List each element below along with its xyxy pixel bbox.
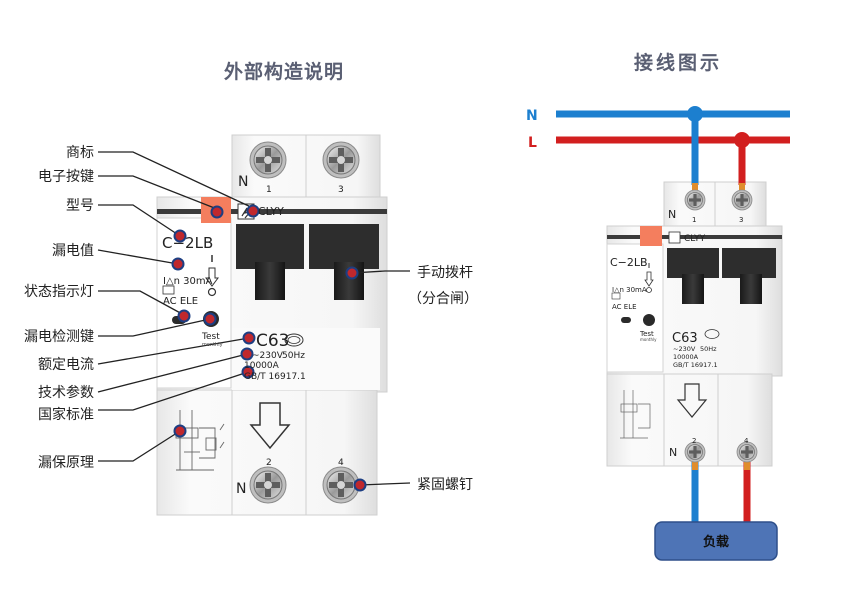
label-screw: 紧固螺钉	[417, 477, 473, 493]
small-terminal-1: 1	[692, 216, 696, 224]
label-handle-note: （分合闸）	[408, 291, 478, 307]
small-test-sub-text: monthly	[640, 337, 657, 342]
model-text: C−2LB	[162, 234, 213, 252]
brand-text: CLYY	[258, 205, 284, 218]
small-frequency-text: 50Hz	[700, 345, 717, 353]
label-electronic-button: 电子按键	[38, 169, 94, 185]
marker-dots	[171, 204, 367, 492]
terminal-screw-3	[322, 141, 360, 179]
small-neutral-top: N	[668, 208, 676, 221]
breaker-small	[606, 181, 783, 467]
small-terminal-3: 3	[739, 216, 743, 224]
rating-text: C63	[256, 331, 290, 351]
terminal-3-label: 3	[338, 185, 344, 195]
label-rated-current: 额定电流	[38, 357, 94, 373]
small-rating-text: C63	[672, 331, 698, 346]
wiring-title: 接线图示	[634, 52, 723, 74]
label-status-light: 状态指示灯	[24, 284, 94, 300]
terminal-1-label: 1	[266, 185, 272, 195]
label-leak-test: 漏电检测键	[24, 329, 94, 345]
label-national-standard: 国家标准	[38, 407, 94, 423]
rcd-module	[156, 217, 232, 389]
leak-type-text: AC ELE	[163, 296, 198, 307]
handle-cavity-1	[236, 224, 304, 269]
small-terminal-4: 4	[744, 437, 749, 445]
voltage-text: ~230V	[252, 351, 284, 361]
small-model-text: C−2LB	[610, 256, 648, 269]
small-brand-text: CLYY	[684, 234, 706, 244]
handle-cavity-2	[309, 224, 379, 269]
leader-lines	[97, 151, 411, 486]
neutral-junction	[687, 106, 703, 122]
small-breaking-text: 10000A	[673, 353, 699, 361]
label-principle: 漏保原理	[38, 455, 94, 471]
terminal-screw-2	[249, 466, 287, 504]
handle-1	[255, 262, 285, 300]
terminal-2-label: 2	[266, 458, 272, 468]
small-leak-type-text: AC ELE	[612, 303, 637, 311]
frequency-text: 50Hz	[282, 351, 305, 361]
ccc-icon	[284, 333, 304, 347]
breaker-large	[156, 134, 388, 516]
standard-text: GB/T 16917.1	[244, 372, 306, 382]
label-brand: 商标	[66, 145, 94, 161]
schematic-icon	[175, 410, 225, 471]
test-text: Test	[201, 332, 220, 342]
neutral-mark-top: N	[238, 174, 248, 190]
load-label: 负载	[703, 534, 729, 550]
terminal-4-label: 4	[338, 458, 344, 468]
structure-title: 外部构造说明	[224, 61, 345, 83]
small-leak-value-text: I△n 30mA	[612, 286, 647, 294]
label-handle: 手动拨杆	[417, 265, 473, 281]
small-standard-text: GB/T 16917.1	[673, 361, 718, 369]
small-terminal-2: 2	[692, 437, 696, 445]
label-model: 型号	[66, 198, 94, 214]
terminal-screw-1	[249, 141, 287, 179]
neutral-label: N	[526, 108, 538, 124]
small-neutral-bottom: N	[669, 446, 677, 459]
small-test-text: Test	[639, 330, 654, 338]
label-tech-params: 技术参数	[38, 385, 94, 401]
load-box	[654, 521, 778, 561]
label-leak-value: 漏电值	[52, 243, 94, 259]
down-arrow-icon	[249, 402, 291, 450]
test-sub-text: monthly	[202, 342, 223, 348]
leak-value-text: I△n 30mA	[163, 276, 213, 287]
live-junction	[734, 132, 750, 148]
neutral-mark-bottom: N	[236, 481, 246, 497]
small-voltage-text: ~230V	[673, 345, 696, 353]
live-label: L	[528, 135, 537, 151]
breaking-text: 10000A	[244, 361, 280, 371]
